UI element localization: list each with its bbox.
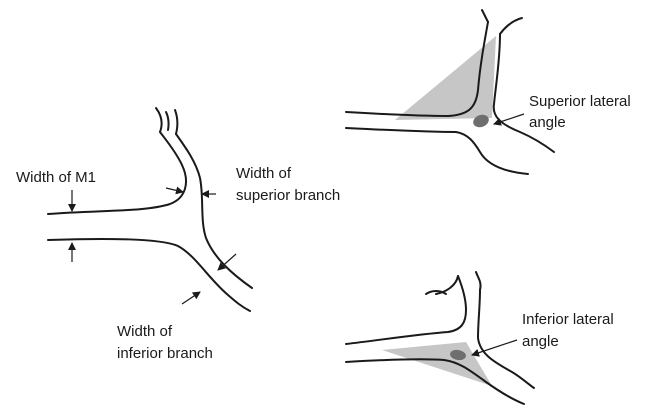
label-width-inferior-line2: inferior branch (117, 345, 213, 362)
superior-branch-outer-wall (176, 134, 252, 288)
superior-lateral-angle-figure: Superior lateral angle (346, 10, 631, 174)
inferior-width-arrow-lower (182, 292, 200, 304)
label-superior-lateral-line1: Superior lateral (529, 93, 631, 110)
superior-fig-twig-a (482, 10, 488, 22)
top-twig-left (156, 108, 162, 132)
top-twig-mid (166, 112, 169, 130)
inferior-fig-upper-wall (346, 276, 466, 344)
label-width-m1: Width of M1 (16, 169, 96, 186)
superior-angle-shaded-region (395, 36, 496, 120)
bifurcation-width-figure: Width of M1 Width of superior branch Wid… (16, 108, 340, 362)
label-width-superior-line1: Width of (236, 165, 292, 182)
label-width-inferior-line1: Width of (117, 323, 173, 340)
inferior-fig-twig-b (476, 272, 481, 290)
m1-lower-wall (48, 239, 250, 311)
superior-fig-twig-b (500, 18, 522, 34)
superior-fig-lower-wall (346, 128, 528, 174)
inferior-angle-shaded-region (382, 342, 492, 386)
top-twig-right (175, 110, 177, 134)
label-inferior-lateral-line2: angle (522, 333, 559, 350)
inferior-lateral-angle-figure: Inferior lateral angle (346, 272, 614, 404)
label-inferior-lateral-line1: Inferior lateral (522, 311, 614, 328)
label-width-superior-line2: superior branch (236, 187, 340, 204)
superior-width-arrow-left (166, 188, 183, 192)
label-superior-lateral-line2: angle (529, 114, 566, 131)
